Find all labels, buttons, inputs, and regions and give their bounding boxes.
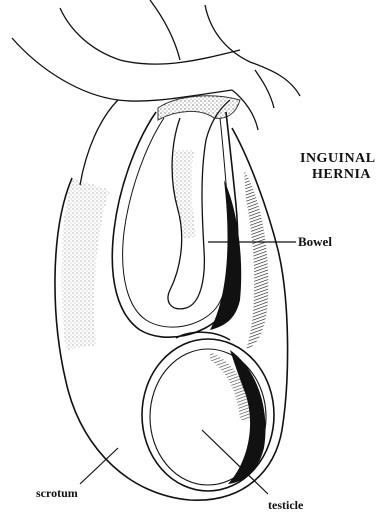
label-testicle: testicle	[268, 498, 304, 512]
body-folds	[12, 0, 300, 185]
diagram-title-line2: HERNIA	[312, 167, 371, 182]
bowel-shading	[173, 150, 196, 240]
scrotum-stipple	[61, 178, 110, 350]
label-scrotum: scrotum	[36, 486, 78, 500]
diagram-title-line1: INGUINAL	[300, 151, 376, 166]
label-bowel: Bowel	[298, 234, 332, 249]
cord-shadow	[244, 170, 268, 350]
hernia-sac-inner	[123, 118, 230, 327]
